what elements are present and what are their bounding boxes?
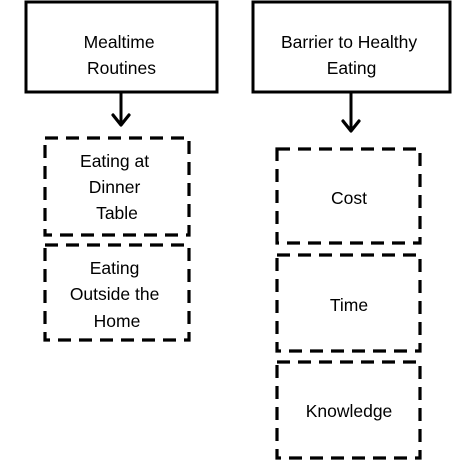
knowledge-box: Knowledge [275, 360, 422, 460]
eating-outside-the-home-line-2: Outside the [70, 284, 160, 304]
cost-label: Cost [331, 188, 367, 208]
eating-at-dinner-table-line-3: Table [96, 203, 138, 223]
eating-outside-the-home-line-1: Eating [90, 258, 140, 278]
left-down-arrow-icon [111, 93, 131, 127]
eating-at-dinner-table-line-2: Dinner [89, 177, 141, 197]
cost-box: Cost [275, 147, 422, 245]
right-column: Barrier to Healthy Eating Cost Time Know… [251, 0, 452, 460]
mealtime-routines-header-line-2: Routines [87, 58, 156, 78]
left-column: Mealtime Routines Eating at Dinner Table… [24, 0, 219, 342]
right-down-arrow-icon [341, 93, 361, 133]
mealtime-routines-header-line-1: Mealtime [84, 32, 155, 52]
svg-text:Barrier to Healthy Eat: Barrier to Healthy Eating [281, 32, 422, 78]
eating-outside-the-home-line-3: Home [94, 311, 141, 331]
knowledge-label: Knowledge [306, 401, 393, 421]
svg-text:Mealtime Routines: Mealtime Routines [84, 32, 160, 78]
barrier-header-line-1: Barrier to Healthy [281, 32, 417, 52]
barrier-header-line-2: Eating [327, 58, 377, 78]
time-label: Time [330, 295, 368, 315]
eating-at-dinner-table-box: Eating at Dinner Table [43, 136, 191, 237]
eating-outside-the-home-box: Eating Outside the Home [43, 243, 191, 342]
eating-at-dinner-table-line-1: Eating at [80, 151, 149, 171]
svg-text:Eating at Dinner: Eating at Dinner Table [80, 151, 154, 223]
barrier-to-healthy-eating-header-box: Barrier to Healthy Eating [251, 0, 452, 94]
svg-text:Eating Outside the: Eating Outside the Home [70, 258, 164, 331]
time-box: Time [275, 253, 422, 353]
mealtime-routines-header-box: Mealtime Routines [24, 0, 219, 94]
